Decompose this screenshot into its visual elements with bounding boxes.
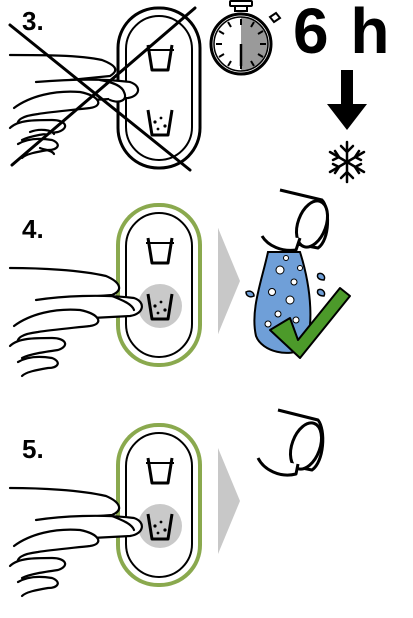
pressed-button-highlight: [138, 504, 182, 548]
snowflake-icon: [330, 142, 364, 182]
pressed-button-highlight: [138, 284, 182, 328]
step-4-panel: [118, 205, 200, 365]
chevron-right-icon: [218, 448, 240, 554]
faucet-icon: [258, 410, 327, 475]
step-5-panel: [118, 425, 200, 585]
faucet-icon: [262, 190, 333, 251]
stopwatch-icon: [211, 1, 280, 74]
down-arrow-icon: [327, 70, 367, 130]
